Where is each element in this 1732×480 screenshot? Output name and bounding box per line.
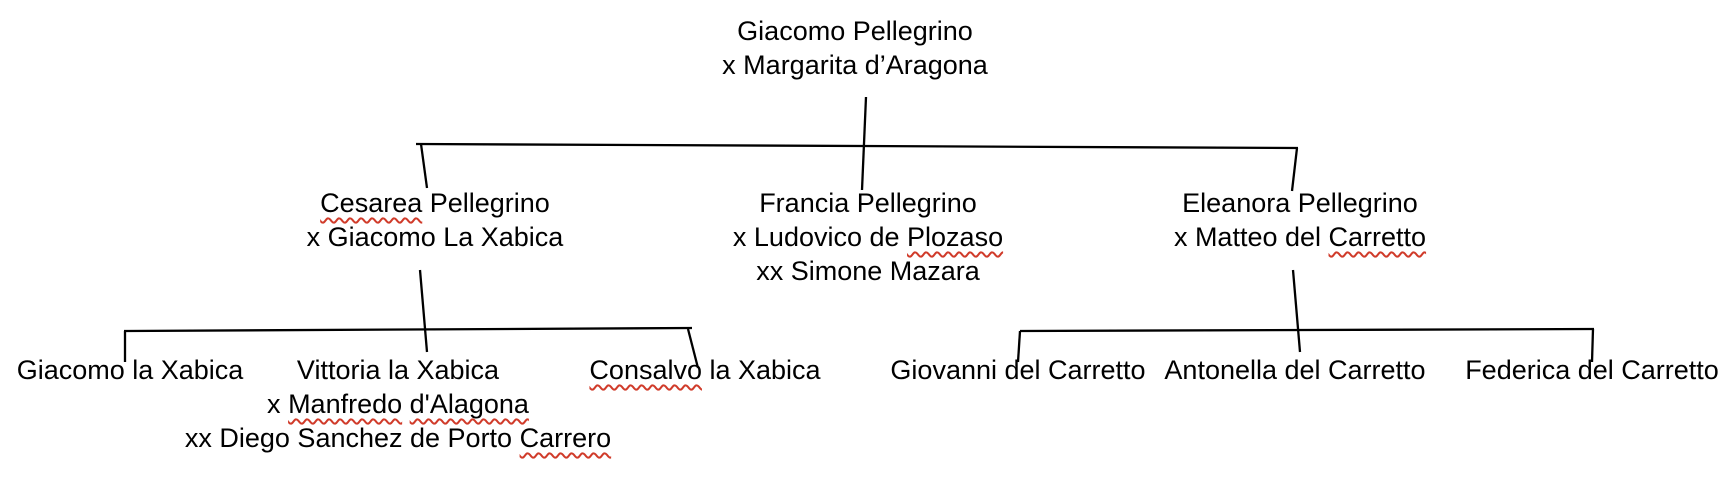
person-text-line: Francia Pellegrino (733, 186, 1003, 220)
text-segment: x Matteo del (1173, 222, 1329, 252)
text-segment: la Xabica (701, 355, 821, 385)
node-consalvo-la-xabica: Consalvo la Xabica (589, 353, 820, 387)
text-segment: Eleanora Pellegrino (1182, 188, 1418, 218)
person-text-line: Vittoria la Xabica (185, 353, 611, 387)
misspelled-word: Cesarea (320, 188, 423, 218)
text-segment: x Margarita d’Aragona (722, 50, 988, 80)
person-text-line: xx Simone Mazara (733, 254, 1003, 288)
text-segment: Antonella del Carretto (1164, 355, 1426, 385)
text-segment: Federica del Carretto (1465, 355, 1719, 385)
connector-carretto-right-drop (1590, 328, 1595, 363)
connector-eleanora-stem (1291, 269, 1302, 353)
node-giacomo-la-xabica: Giacomo la Xabica (17, 353, 244, 387)
person-text-line: Cesarea Pellegrino (307, 186, 564, 220)
misspelled-word: Plozaso (907, 222, 1004, 252)
text-segment: Giacomo la Xabica (16, 355, 244, 385)
text-segment: xx Simone Mazara (756, 256, 980, 286)
node-giacomo-pellegrino-margarita: Giacomo Pellegrino x Margarita d’Aragona (722, 14, 988, 82)
person-text-line: x Ludovico de Plozaso (733, 220, 1003, 254)
text-segment: xx Diego Sanchez de Porto (184, 423, 520, 453)
person-text-line: Consalvo la Xabica (589, 353, 820, 387)
person-text-line: Federica del Carretto (1465, 353, 1719, 387)
connector-xabica-right-drop (686, 328, 700, 369)
connector-carretto-horizontal (1019, 327, 1595, 333)
person-text-line: Giacomo Pellegrino (722, 14, 988, 48)
person-text-line: Eleanora Pellegrino (1174, 186, 1426, 220)
connector-root-stem (860, 96, 868, 191)
person-text-line: x Giacomo La Xabica (307, 220, 564, 254)
misspelled-word: Carretto (1328, 222, 1427, 252)
text-segment: x Ludovico de (732, 222, 908, 252)
misspelled-word: Consalvo (589, 355, 702, 385)
text-segment: Vittoria la Xabica (296, 355, 500, 385)
node-antonella-del-carretto: Antonella del Carretto (1164, 353, 1425, 387)
person-text-line: Antonella del Carretto (1164, 353, 1425, 387)
connector-gen2-left-drop (419, 143, 429, 189)
misspelled-word: Carrero (519, 423, 612, 453)
text-segment: x (267, 389, 289, 419)
node-federica-del-carretto: Federica del Carretto (1465, 353, 1719, 387)
person-text-line: x Margarita d’Aragona (722, 48, 988, 82)
person-text-line: x Manfredo d'Alagona (185, 387, 611, 421)
connector-xabica-horizontal (123, 326, 693, 333)
person-text-line: x Matteo del Carretto (1174, 220, 1426, 254)
person-text-line: Giovanni del Carretto (890, 353, 1145, 387)
text-segment: Pellegrino (422, 188, 550, 218)
person-text-line: xx Diego Sanchez de Porto Carrero (185, 421, 611, 455)
text-segment (402, 389, 410, 419)
connector-carretto-left-drop (1016, 330, 1022, 363)
connector-cesarea-stem (418, 269, 429, 353)
node-giovanni-del-carretto: Giovanni del Carretto (890, 353, 1145, 387)
text-segment: Giacomo Pellegrino (737, 16, 973, 46)
text-segment: Francia Pellegrino (759, 188, 977, 218)
misspelled-word: Manfredo (288, 389, 403, 419)
text-segment: x Giacomo La Xabica (306, 222, 564, 252)
text-segment: Giovanni del Carretto (890, 355, 1146, 385)
misspelled-word: d'Alagona (409, 389, 529, 419)
connector-gen2-horizontal (415, 142, 1299, 150)
connector-gen2-right-drop (1290, 147, 1299, 192)
person-text-line: Giacomo la Xabica (17, 353, 244, 387)
